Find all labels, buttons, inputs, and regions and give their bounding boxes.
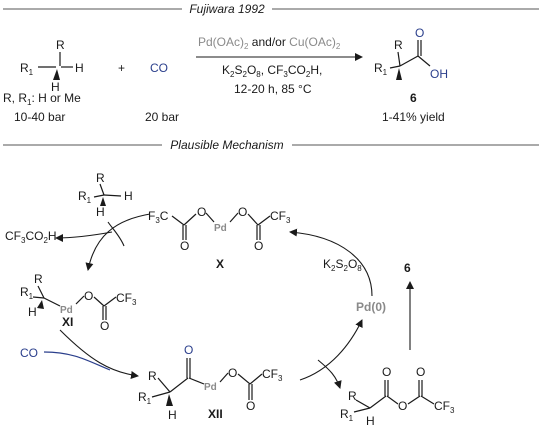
product-acid: R R1 O OH 6 1-41% yield: [374, 26, 448, 124]
catalyst-x: F3C O O Pd O O CF3 X: [148, 205, 291, 271]
anh-r1: R1: [340, 407, 354, 423]
xi-h: H: [28, 305, 37, 319]
anh-cf3: CF3: [434, 399, 455, 415]
mech-substrate-r1: R1: [78, 189, 92, 205]
xii-r: R: [148, 369, 157, 383]
anh-o-carbonyl-1: O: [382, 365, 391, 379]
mixed-anhydride: R R1 H O O O CF3: [340, 365, 455, 425]
cat-o-right: O: [238, 205, 247, 219]
oxidant-persulfate: K2S2O8: [323, 257, 362, 273]
mechanism-header: Plausible Mechanism: [3, 138, 539, 152]
mech-substrate-h-bottom: H: [96, 205, 105, 219]
conditions-line-2: 12-20 h, 85 °C: [234, 82, 312, 96]
reaction-conditions: Pd(OAc)2 and/or Cu(OAc)2 K2S2O8, CF3CO2H…: [196, 35, 363, 96]
product-r-label: R: [394, 38, 403, 52]
intermediate-xi: R R1 H Pd O O CF3 XI: [20, 272, 137, 333]
xi-r1: R1: [20, 285, 34, 301]
cat-o-left: O: [197, 205, 206, 219]
mechanism-header-text: Plausible Mechanism: [170, 138, 283, 152]
xi-o: O: [84, 289, 93, 303]
mech-substrate-h-right: H: [124, 189, 133, 203]
reactant-h-right: H: [75, 61, 84, 75]
mech-co-reagent: CO: [20, 346, 38, 360]
product-number: 6: [410, 91, 417, 105]
pd0-species: Pd(0): [356, 300, 386, 314]
xii-pd: Pd: [204, 382, 217, 393]
co-reagent: CO: [150, 61, 168, 75]
product-r1-label: R1: [374, 61, 388, 77]
anh-h: H: [366, 414, 375, 425]
reactant-alkane: R R1 H H: [20, 38, 84, 94]
fujiwara-header: Fujiwara 1992: [3, 2, 539, 16]
xii-cf3: CF3: [262, 367, 283, 383]
reactant-r-label: R: [56, 38, 65, 52]
cat-o-left-carbonyl: O: [180, 239, 189, 253]
mech-product-number: 6: [404, 261, 411, 275]
cat-cf3: CF3: [270, 209, 291, 225]
xii-h: H: [168, 408, 177, 422]
xi-cf3: CF3: [116, 291, 137, 307]
fujiwara-header-text: Fujiwara 1992: [189, 2, 265, 16]
anh-o-carbonyl-2: O: [416, 365, 425, 379]
xii-o: O: [228, 366, 237, 380]
product-carbonyl-o: O: [415, 26, 424, 40]
product-yield: 1-41% yield: [382, 110, 445, 124]
xii-r1: R1: [138, 390, 152, 406]
xi-label: XI: [62, 315, 73, 329]
conditions-line-1: K2S2O8, CF3CO2H,: [222, 63, 322, 79]
catalyst-line: Pd(OAc)2 and/or Cu(OAc)2: [198, 35, 341, 51]
plus-sign: +: [118, 61, 125, 75]
substituent-definition: R, R1: H or Me: [3, 91, 81, 107]
xii-label: XII: [208, 407, 223, 421]
xi-o-carbonyl: O: [100, 319, 109, 333]
mech-substrate-r: R: [96, 171, 105, 185]
pressure-co: 20 bar: [145, 110, 179, 124]
product-oh: OH: [430, 67, 448, 81]
intermediate-xii: R R1 H O Pd O O CF3 XII: [138, 343, 283, 422]
mechanism-substrate: R R1 H H: [78, 171, 133, 219]
cat-f3c: F3C: [148, 209, 169, 225]
reactant-h-bottom: H: [51, 80, 60, 94]
cycle-arrows: [43, 213, 414, 389]
anh-o-bridge: O: [398, 399, 407, 413]
xi-r: R: [34, 272, 43, 286]
cat-pd: Pd: [214, 223, 227, 234]
xi-pd: Pd: [60, 305, 73, 316]
cat-x-label: X: [216, 257, 224, 271]
xii-acyl-o: O: [184, 343, 193, 357]
cat-o-right-carbonyl: O: [254, 239, 263, 253]
anh-r: R: [348, 389, 357, 403]
reactant-r1-label: R1: [20, 61, 34, 77]
xii-o-carbonyl: O: [246, 399, 255, 413]
pressure-substrate: 10-40 bar: [14, 110, 65, 124]
tfa-byproduct: CF3CO2H: [5, 229, 57, 245]
